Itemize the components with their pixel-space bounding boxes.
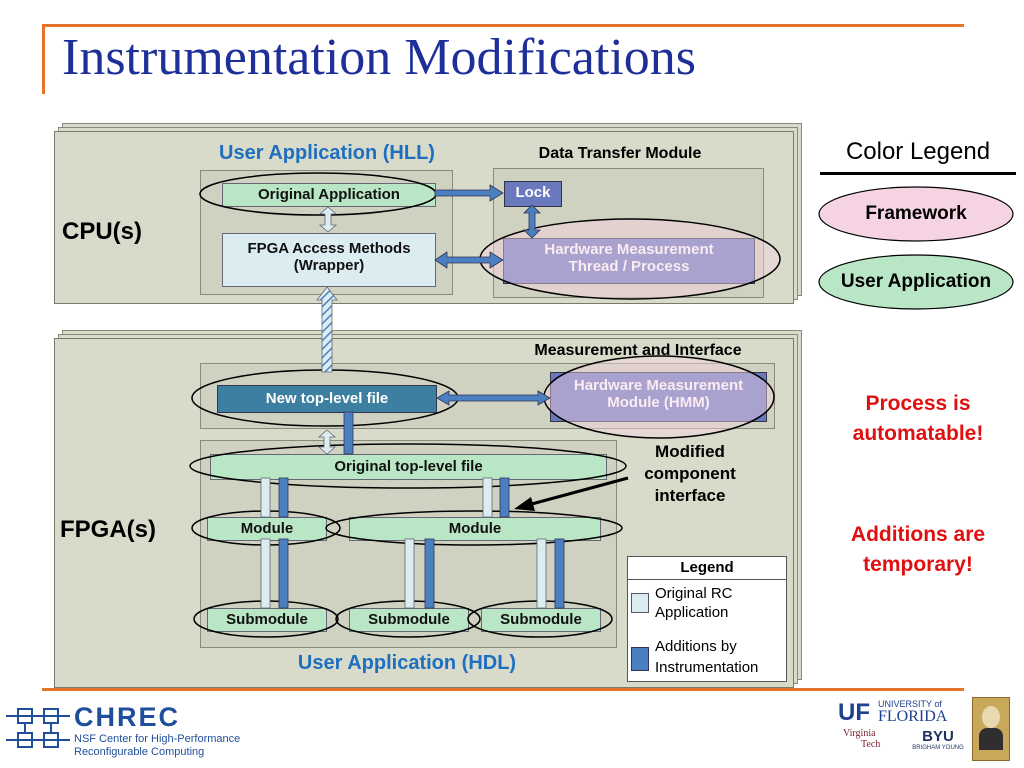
note-automatable: Process is automatable! [818,389,1018,449]
original-swatch [631,593,649,613]
inner-legend-item2-line2: Instrumentation [655,659,759,676]
fpga-access-methods-box: FPGA Access Methods (Wrapper) [222,233,436,287]
user-ellipse-original-app [199,172,437,216]
note-temporary-line1: Additions are [850,523,986,546]
inner-legend-item1-line2: Application [655,604,729,621]
new-top-level-file-box: New top-level file [217,385,437,413]
arrow-cpu-fpga-link [316,286,338,373]
arrow-module2-sub3-orig [536,538,547,609]
arrow-origtop-module2-add [499,477,510,518]
gw-portrait-icon [972,697,1010,761]
original-top-level-file-box: Original top-level file [210,454,607,480]
user-ellipse-orig-top [189,443,627,489]
cpu-side-label: CPU(s) [62,218,143,245]
hmm-box: Hardware Measurement Module (HMM) [550,372,767,422]
inner-legend: Legend Original RC Application Additions… [627,556,787,682]
arrow-wrapper-thread [434,251,504,269]
user-ellipse-module-2 [325,510,623,546]
note-automatable-line1: Process is [865,392,971,415]
submodule-box-1: Submodule [207,608,327,632]
hdl-user-app-label: User Application (HDL) [297,652,517,674]
hw-thread-line2: Thread / Process [568,258,690,275]
framework-ellipse-hmm [543,355,775,439]
module-box-2: Module [349,517,601,541]
submodule-box-2: Submodule [349,608,469,632]
uf-logo: UF UNIVERSITY of FLORIDA [838,699,966,727]
modified-interface-label: Modified component interface [625,441,755,507]
note-automatable-line2: automatable! [852,422,984,445]
byu-line: BRIGHAM YOUNG [912,745,964,751]
arrow-original-app-wrapper [318,206,338,233]
hw-measurement-thread-box: Hardware Measurement Thread / Process [503,238,755,284]
page-title: Instrumentation Modifications [62,29,697,86]
vt-line2: Tech [861,739,881,750]
uf-line2: FLORIDA [878,708,948,725]
vt-line1: Virginia [843,728,876,739]
note-temporary: Additions are temporary! [818,520,1018,580]
arrow-lock-thread [523,204,541,239]
inner-legend-item1-line1: Original RC [655,585,733,602]
arrow-module1-sub1-add [278,538,289,609]
user-ellipse-new-top [191,369,459,427]
color-legend-user-app: User Application [840,271,992,292]
hmm-line2: Module (HMM) [607,394,710,411]
arrow-newtop-origtop-orig [317,429,337,455]
modified-interface-pointer [527,476,629,507]
addition-swatch [631,647,649,671]
arrow-newtop-origtop-add [343,411,354,455]
arrow-module2-sub3-add [554,538,565,609]
dtm-label: Data Transfer Module [538,145,702,162]
color-legend-user-app-ellipse [818,254,1014,310]
submodule-box-3: Submodule [481,608,601,632]
arrow-module1-sub1-orig [260,538,271,609]
vt-logo: Virginia Tech [843,728,903,750]
color-legend-framework-ellipse [818,186,1014,242]
arrow-origtop-module1-add [278,477,289,518]
byu-logo: BYU BRIGHAM YOUNG [908,728,968,751]
inner-legend-title: Legend [628,557,786,580]
note-temporary-line2: temporary! [863,553,973,576]
fpga-access-line2: (Wrapper) [293,257,365,274]
uf-mark: UF [838,699,870,726]
footer-rule [42,688,964,691]
color-legend-rule [820,172,1016,175]
modified-line3: interface [654,486,726,505]
color-legend-framework: Framework [865,203,967,224]
top-rule [42,24,964,27]
arrow-module2-sub2-orig [404,538,415,609]
byu-mark: BYU [922,728,954,745]
arrow-newtop-hmm [436,390,551,406]
modified-line1: Modified [655,442,725,461]
arrow-origtop-module2-orig [482,477,493,518]
color-legend-title: Color Legend [845,138,991,165]
hw-thread-line1: Hardware Measurement [544,241,714,258]
inner-legend-item1: Original RC Application [655,584,733,622]
lock-box: Lock [504,181,562,207]
uf-line1: UNIVERSITY of [878,699,942,709]
arrow-original-app-lock [434,184,504,202]
chrec-line2: Reconfigurable Computing [74,746,205,758]
inner-legend-item2-line1: Additions by [655,638,737,655]
original-application-box: Original Application [222,183,436,207]
inner-legend-item2: Additions by Instrumentation [655,636,758,678]
chrec-name: CHREC [74,702,181,732]
chrec-line1: NSF Center for High-Performance [74,733,241,745]
arrow-module2-sub2-add [424,538,435,609]
arrow-origtop-module1-orig [260,477,271,518]
fpga-access-line1: FPGA Access Methods [247,240,411,257]
measurement-interface-label: Measurement and Interface [534,342,742,359]
modified-line2: component [644,464,736,483]
cpu-user-app-label: User Application (HLL) [219,142,435,164]
modified-interface-pointer-head [514,497,535,511]
hmm-line1: Hardware Measurement [573,377,744,394]
title-accent-bar [42,24,45,94]
fpga-side-label: FPGA(s) [60,516,156,543]
chrec-logo-icon [6,708,70,748]
